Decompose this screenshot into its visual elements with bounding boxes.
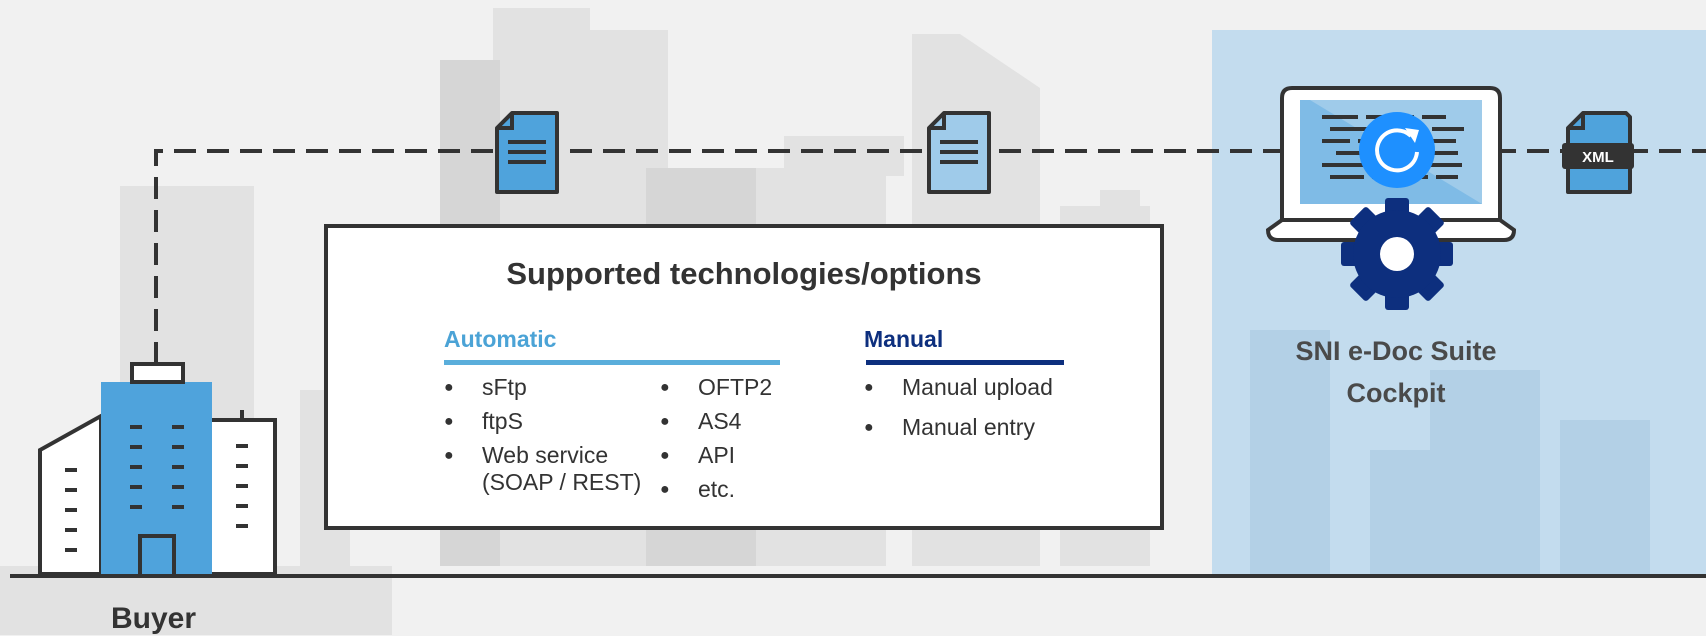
cockpit-label-line2: Cockpit — [1346, 378, 1446, 408]
manual-underline — [866, 360, 1064, 365]
automatic-underline — [444, 360, 780, 365]
option-item: ● AS4 — [660, 408, 840, 435]
cockpit-label: SNI e-Doc Suite Cockpit — [1256, 330, 1536, 414]
panel-skyline — [1250, 330, 1650, 576]
bullet-icon: ● — [660, 379, 670, 396]
document-icon — [495, 111, 559, 194]
option-item: ● Web service (SOAP / REST) — [444, 442, 664, 496]
bullet-icon: ● — [660, 447, 670, 464]
bullet-icon: ● — [444, 379, 454, 396]
bullet-icon: ● — [444, 447, 454, 464]
automatic-heading: Automatic — [444, 326, 557, 352]
dashed-connector — [154, 149, 1706, 364]
bullet-icon: ● — [660, 481, 670, 498]
bullet-icon: ● — [864, 419, 874, 436]
option-label: Manual upload — [902, 374, 1053, 400]
manual-options-list: ● Manual upload ● Manual entry — [864, 374, 1124, 454]
option-item: ● Manual entry — [864, 414, 1124, 441]
buyer-label: Buyer — [111, 602, 197, 635]
option-label: OFTP2 — [698, 374, 773, 400]
option-label: Web service (SOAP / REST) — [482, 442, 642, 495]
option-item: ● Manual upload — [864, 374, 1124, 401]
supported-technologies-box: Supported technologies/options Automatic… — [324, 224, 1164, 530]
ground-line — [10, 574, 1706, 578]
automatic-options-list-a: ● sFtp ● ftpS ● Web service (SOAP / REST) — [444, 374, 664, 503]
building-icon — [38, 362, 277, 578]
option-item: ● sFtp — [444, 374, 664, 401]
manual-heading: Manual — [864, 326, 944, 352]
xml-file-tag: XML — [1582, 149, 1614, 166]
option-item: ● etc. — [660, 476, 840, 503]
option-item: ● OFTP2 — [660, 374, 840, 401]
option-item: ● ftpS — [444, 408, 664, 435]
option-label: sFtp — [482, 374, 527, 400]
option-item: ● API — [660, 442, 840, 469]
option-label: ftpS — [482, 408, 523, 434]
option-label: API — [698, 442, 736, 468]
document-icon — [927, 111, 991, 194]
bullet-icon: ● — [864, 379, 874, 396]
bullet-icon: ● — [660, 413, 670, 430]
xml-file-icon: XML — [1562, 111, 1634, 194]
option-label: etc. — [698, 476, 736, 502]
automatic-options-list-b: ● OFTP2 ● AS4 ● API ● etc. — [660, 374, 840, 510]
option-label: AS4 — [698, 408, 742, 434]
bullet-icon: ● — [444, 413, 454, 430]
cockpit-label-line1: SNI e-Doc Suite — [1295, 336, 1497, 366]
refresh-icon — [1359, 112, 1435, 188]
gear-icon — [1341, 198, 1453, 310]
technologies-title: Supported technologies/options — [506, 256, 982, 291]
option-label: Manual entry — [902, 414, 1035, 440]
